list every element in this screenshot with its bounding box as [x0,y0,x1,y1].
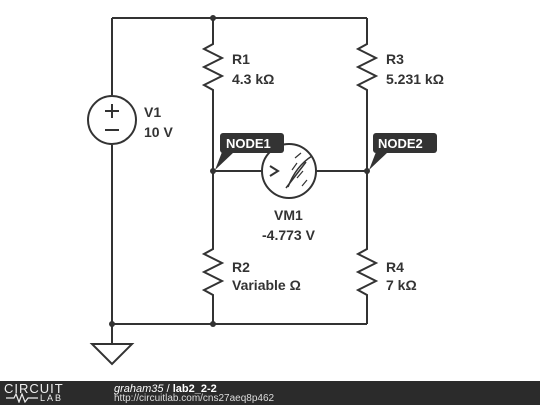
r1-name: R1 [232,51,250,67]
r1-value: 4.3 kΩ [232,71,274,87]
resistor-r2[interactable] [201,245,225,302]
r3-name: R3 [386,51,404,67]
r4-value: 7 kΩ [386,277,417,293]
junction-dots [109,15,370,327]
footer-bar: CIRCUIT LAB graham35 / lab2_2-2 http://c… [0,381,540,405]
logo-text-circuit: CIRCUIT [4,381,64,396]
footer-username[interactable]: graham35 [114,383,164,395]
vm1-name: VM1 [274,207,303,223]
resistor-logo-icon [6,393,38,403]
v1-value: 10 V [144,124,173,140]
footer-project-name[interactable]: lab2_2-2 [172,383,217,395]
v1-name: V1 [144,104,161,120]
circuitlab-logo[interactable]: CIRCUIT LAB [0,381,110,405]
r4-name: R4 [386,259,404,275]
vm1-value: -4.773 V [262,227,316,243]
footer-url[interactable]: http://circuitlab.com/cns27aeq8p462 [114,393,275,404]
resistor-r1[interactable] [201,40,225,98]
voltmeter-vm1[interactable] [261,143,317,199]
footer-separator: / [163,383,173,395]
circuit-schematic: V1 10 V R1 4.3 kΩ R3 5.231 kΩ R2 Variabl… [87,15,444,366]
footer-title: graham35 / lab2_2-2 [114,383,217,395]
voltage-source-v1[interactable] [87,95,137,145]
r2-value: Variable Ω [232,277,301,293]
logo-text-lab: LAB [40,393,64,403]
r2-name: R2 [232,259,250,275]
resistor-r4[interactable] [355,245,379,302]
r3-value: 5.231 kΩ [386,71,444,87]
node1-tag[interactable]: NODE1 [215,133,284,170]
node2-tag[interactable]: NODE2 [369,133,437,170]
node1-label: NODE1 [226,136,271,151]
ground-symbol [89,343,135,366]
node2-label: NODE2 [378,136,423,151]
resistor-r3[interactable] [355,40,379,98]
